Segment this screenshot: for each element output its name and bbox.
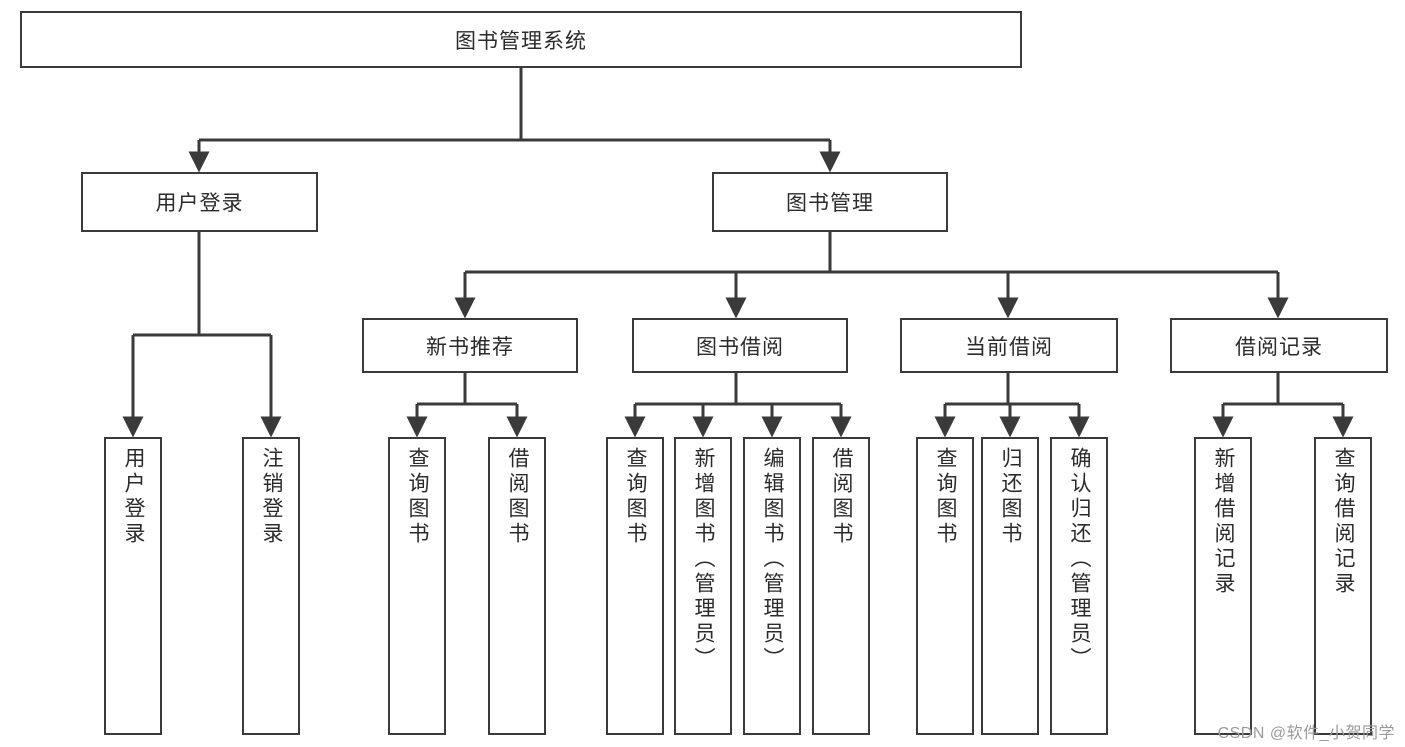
node-label: 用户登录 bbox=[122, 447, 146, 547]
node-label: 新增借阅记录 bbox=[1212, 447, 1236, 597]
node-label: 图书管理系统 bbox=[455, 29, 587, 53]
node-leaf-edit-book[interactable]: 编辑图书（管理员） bbox=[743, 437, 801, 735]
node-leaf-confirm-return[interactable]: 确认归还（管理员） bbox=[1050, 437, 1108, 735]
node-label: 归还图书 bbox=[999, 447, 1023, 547]
node-leaf-borrow-book-1[interactable]: 借阅图书 bbox=[488, 437, 546, 735]
node-leaf-logout-login[interactable]: 注销登录 bbox=[242, 437, 300, 735]
node-new-book-recommend[interactable]: 新书推荐 bbox=[362, 318, 578, 373]
node-label: 查询借阅记录 bbox=[1332, 447, 1356, 597]
node-leaf-add-borrow-record[interactable]: 新增借阅记录 bbox=[1194, 437, 1252, 735]
node-label: 查询图书 bbox=[934, 447, 958, 547]
node-leaf-query-borrow-record[interactable]: 查询借阅记录 bbox=[1314, 437, 1372, 735]
node-label: 图书借阅 bbox=[696, 335, 784, 359]
node-label: 确认归还（管理员） bbox=[1068, 447, 1092, 672]
node-label: 用户登录 bbox=[155, 192, 244, 215]
node-borrow-record[interactable]: 借阅记录 bbox=[1170, 318, 1388, 373]
node-current-borrow[interactable]: 当前借阅 bbox=[900, 318, 1118, 373]
node-user-login[interactable]: 用户登录 bbox=[81, 172, 318, 232]
node-leaf-query-book-3[interactable]: 查询图书 bbox=[916, 437, 974, 735]
node-label: 借阅图书 bbox=[506, 447, 530, 547]
node-book-management[interactable]: 图书管理 bbox=[712, 172, 948, 232]
node-label: 新书推荐 bbox=[426, 335, 514, 359]
node-leaf-query-book-2[interactable]: 查询图书 bbox=[606, 437, 664, 735]
node-label: 借阅图书 bbox=[830, 447, 854, 547]
node-leaf-add-book[interactable]: 新增图书（管理员） bbox=[674, 437, 732, 735]
node-leaf-query-book-1[interactable]: 查询图书 bbox=[388, 437, 446, 735]
csdn-watermark: CSDN @软件_小贺同学 bbox=[1217, 725, 1395, 742]
node-label: 注销登录 bbox=[260, 447, 284, 547]
node-book-management-system[interactable]: 图书管理系统 bbox=[20, 11, 1022, 68]
node-label: 图书管理 bbox=[786, 192, 874, 215]
node-leaf-return-book[interactable]: 归还图书 bbox=[981, 437, 1039, 735]
node-label: 借阅记录 bbox=[1235, 335, 1323, 359]
node-book-borrow[interactable]: 图书借阅 bbox=[632, 318, 848, 373]
node-label: 当前借阅 bbox=[965, 335, 1053, 359]
node-label: 查询图书 bbox=[624, 447, 648, 547]
node-label: 编辑图书（管理员） bbox=[761, 447, 785, 672]
node-label: 查询图书 bbox=[406, 447, 430, 547]
node-leaf-user-login[interactable]: 用户登录 bbox=[104, 437, 162, 735]
node-leaf-borrow-book-2[interactable]: 借阅图书 bbox=[812, 437, 870, 735]
node-label: 新增图书（管理员） bbox=[692, 447, 716, 672]
